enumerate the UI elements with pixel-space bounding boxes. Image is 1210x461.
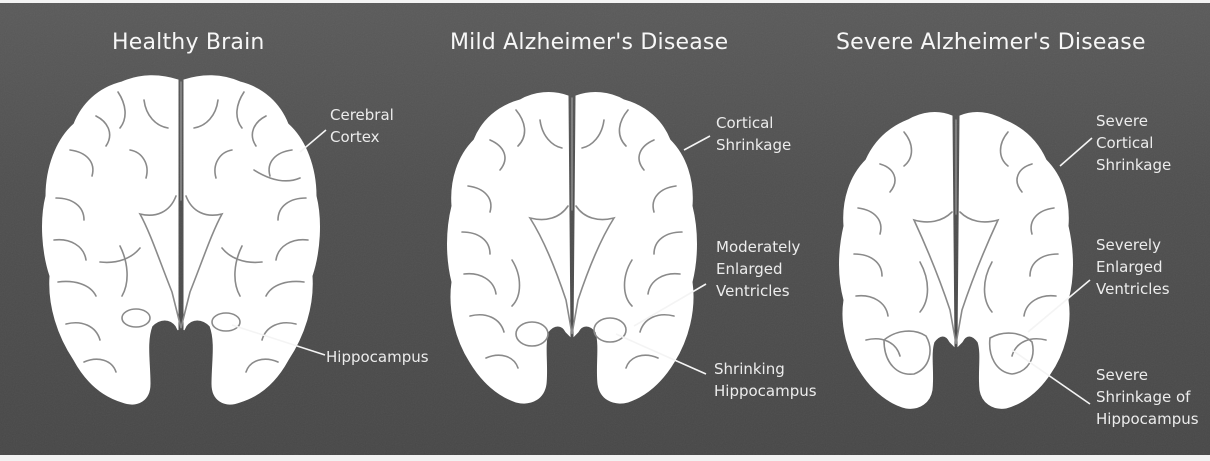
label-line: Shrinking [714,358,817,380]
title-severe-alzheimers: Severe Alzheimer's Disease [836,30,1146,55]
label-line: Ventricles [1096,278,1170,300]
label-severe-shrinkage-hippocampus: Severe Shrinkage of Hippocampus [1096,364,1199,430]
label-line: Hippocampus [714,380,817,402]
label-cortical-shrinkage: Cortical Shrinkage [716,112,791,156]
label-line: Hippocampus [1096,408,1199,430]
label-moderately-enlarged-ventricles: Moderately Enlarged Ventricles [716,236,800,302]
label-line: Shrinkage [716,134,791,156]
label-line: Cortical [716,112,791,134]
label-line: Shrinkage [1096,154,1171,176]
label-severely-enlarged-ventricles: Severely Enlarged Ventricles [1096,234,1170,300]
label-line: Severely [1096,234,1170,256]
title-healthy-brain: Healthy Brain [112,30,265,55]
label-line: Enlarged [716,258,800,280]
label-line: Cerebral [330,104,394,126]
label-line: Hippocampus [326,346,429,368]
label-hippocampus: Hippocampus [326,346,429,368]
label-line: Severe [1096,364,1199,386]
label-line: Cortical [1096,132,1171,154]
label-line: Moderately [716,236,800,258]
label-shrinking-hippocampus: Shrinking Hippocampus [714,358,817,402]
label-line: Shrinkage of [1096,386,1199,408]
label-severe-cortical-shrinkage: Severe Cortical Shrinkage [1096,110,1171,176]
title-mild-alzheimers: Mild Alzheimer's Disease [450,30,728,55]
label-cerebral-cortex: Cerebral Cortex [330,104,394,148]
label-line: Severe [1096,110,1171,132]
page-edge [0,455,1210,461]
label-line: Cortex [330,126,394,148]
label-line: Enlarged [1096,256,1170,278]
label-line: Ventricles [716,280,800,302]
